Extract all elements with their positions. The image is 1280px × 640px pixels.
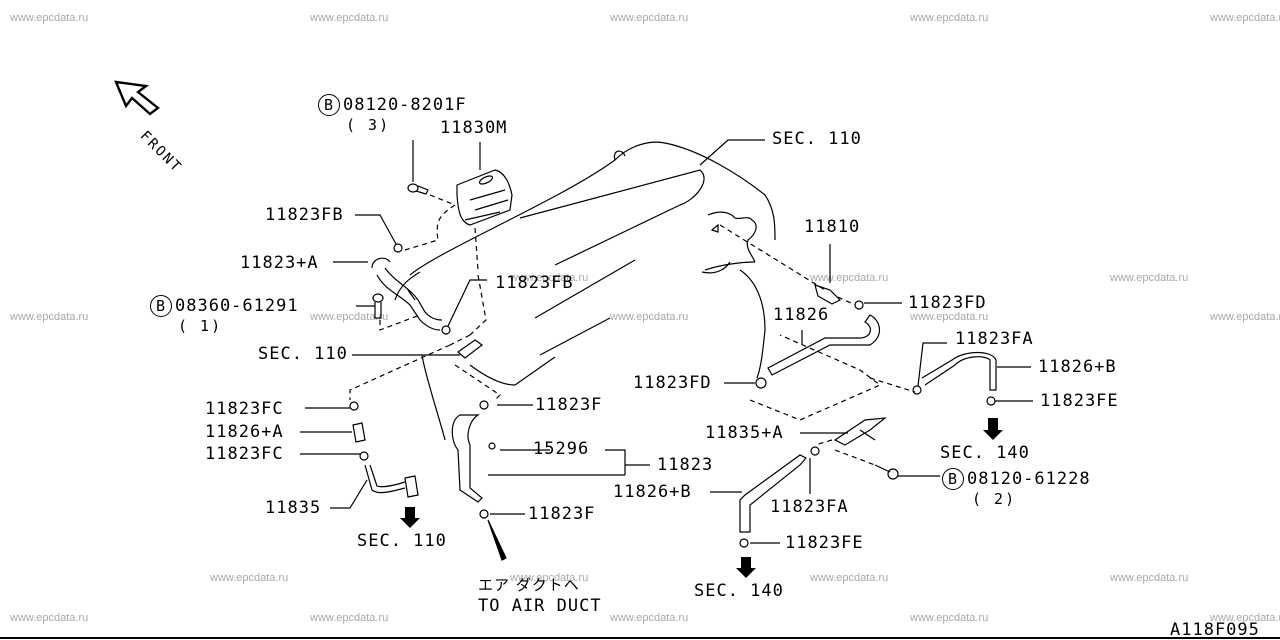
- b-badge-icon: B: [318, 94, 340, 116]
- part-label-11810[interactable]: 11810: [804, 217, 861, 237]
- section-label-sec110-bottom[interactable]: SEC. 110: [357, 531, 447, 551]
- watermark: www.epcdata.ru: [1210, 311, 1280, 323]
- hose-11826b-right: [921, 351, 997, 391]
- watermark: www.epcdata.ru: [1110, 572, 1189, 584]
- watermark: www.epcdata.ru: [910, 311, 989, 323]
- part-number: 08120-8201F: [343, 95, 467, 115]
- part-label-11823[interactable]: 11823: [657, 455, 714, 475]
- part-number: 08120-61228: [967, 469, 1091, 489]
- section-label-sec140-bottom[interactable]: SEC. 140: [694, 581, 784, 601]
- bottom-rule: [0, 637, 1280, 639]
- watermark: www.epcdata.ru: [810, 572, 889, 584]
- hose-11826a: [352, 422, 366, 443]
- part-label-11823fb-left[interactable]: 11823FB: [265, 205, 344, 225]
- part-label-11823fa-bottom[interactable]: 11823FA: [770, 497, 849, 517]
- part-qty: ( 1): [178, 317, 223, 335]
- part-label-11826[interactable]: 11826: [773, 305, 830, 325]
- bolt-icon: [372, 293, 384, 319]
- part-label-11823fe-right[interactable]: 11823FE: [1040, 391, 1119, 411]
- part-label-11826a[interactable]: 11826+A: [205, 422, 284, 442]
- part-label-11823fc-top[interactable]: 11823FC: [205, 399, 284, 419]
- diagram-code: A118F095: [1170, 620, 1260, 640]
- section-label-sec140-right[interactable]: SEC. 140: [940, 443, 1030, 463]
- part-label-11823fc-bottom[interactable]: 11823FC: [205, 444, 284, 464]
- watermark: www.epcdata.ru: [910, 612, 989, 624]
- section-label-sec110-top[interactable]: SEC. 110: [772, 129, 862, 149]
- pipe-stub: [457, 339, 484, 359]
- fitting-11835a: [833, 417, 887, 446]
- watermark: www.epcdata.ru: [1210, 612, 1280, 624]
- clamp-icon: [349, 243, 996, 548]
- watermark: www.epcdata.ru: [510, 272, 589, 284]
- part-label-11826b-right[interactable]: 11826+B: [1038, 357, 1117, 377]
- part-label-11823fb-center[interactable]: 11823FB: [495, 273, 574, 293]
- pipe-11835: [364, 464, 419, 498]
- b-badge-icon: B: [150, 295, 172, 317]
- part-label-11823f-top[interactable]: 11823F: [535, 395, 603, 415]
- part-label-11823fd-right[interactable]: 11823FD: [908, 293, 987, 313]
- watermark: www.epcdata.ru: [310, 612, 389, 624]
- part-label-11823fe-bottom[interactable]: 11823FE: [785, 533, 864, 553]
- watermark: www.epcdata.ru: [610, 311, 689, 323]
- engine-cover-outline: [394, 141, 776, 441]
- down-arrow-icon: [400, 418, 1003, 578]
- part-label-11835a[interactable]: 11835+A: [705, 423, 784, 443]
- section-label-sec110-mid[interactable]: SEC. 110: [258, 344, 348, 364]
- leader-lines: [300, 214, 1033, 544]
- watermark: www.epcdata.ru: [510, 572, 589, 584]
- b-badge-icon: B: [942, 468, 964, 490]
- dashed-assembly-lines: [349, 194, 916, 466]
- watermark: www.epcdata.ru: [610, 12, 689, 24]
- air-duct-label-jp: エア ダクトヘ: [478, 576, 580, 594]
- bracket-11830m: [456, 169, 513, 226]
- hose-11823a: [371, 257, 443, 331]
- bolt-icon: [874, 464, 899, 480]
- watermark: www.epcdata.ru: [1110, 272, 1189, 284]
- watermark: www.epcdata.ru: [310, 12, 389, 24]
- air-duct-arrow-icon: [487, 519, 507, 561]
- watermark: www.epcdata.ru: [10, 12, 89, 24]
- part-label-11823f-bottom[interactable]: 11823F: [528, 504, 596, 524]
- part-number: 08360-61291: [175, 296, 299, 316]
- part-label-15296[interactable]: 15296: [533, 439, 590, 459]
- part-label-11830m[interactable]: 11830M: [440, 118, 508, 138]
- hose-11826b-bottom: [739, 454, 807, 533]
- leader-line: [699, 139, 765, 166]
- watermark: www.epcdata.ru: [610, 612, 689, 624]
- pcv-valve-11810: [814, 284, 842, 305]
- part-label-11826b-bottom[interactable]: 11826+B: [613, 482, 692, 502]
- watermark: www.epcdata.ru: [310, 311, 389, 323]
- watermark: www.epcdata.ru: [10, 311, 89, 323]
- air-duct-label-en: TO AIR DUCT: [478, 596, 602, 616]
- bolt-icon: [407, 183, 429, 195]
- watermark: www.epcdata.ru: [910, 12, 989, 24]
- watermark: www.epcdata.ru: [210, 572, 289, 584]
- part-label-11823a[interactable]: 11823+A: [240, 253, 319, 273]
- front-arrow-icon: [114, 80, 160, 116]
- part-qty: ( 3): [346, 116, 391, 134]
- part-label-11823fa-right[interactable]: 11823FA: [955, 329, 1034, 349]
- part-label-11835[interactable]: 11835: [265, 498, 322, 518]
- hose-11823: [451, 414, 483, 503]
- hose-11826: [767, 314, 880, 376]
- part-qty: ( 2): [972, 490, 1017, 508]
- part-label-11823fd-center[interactable]: 11823FD: [633, 373, 712, 393]
- watermark: www.epcdata.ru: [1210, 12, 1280, 24]
- watermark: www.epcdata.ru: [10, 612, 89, 624]
